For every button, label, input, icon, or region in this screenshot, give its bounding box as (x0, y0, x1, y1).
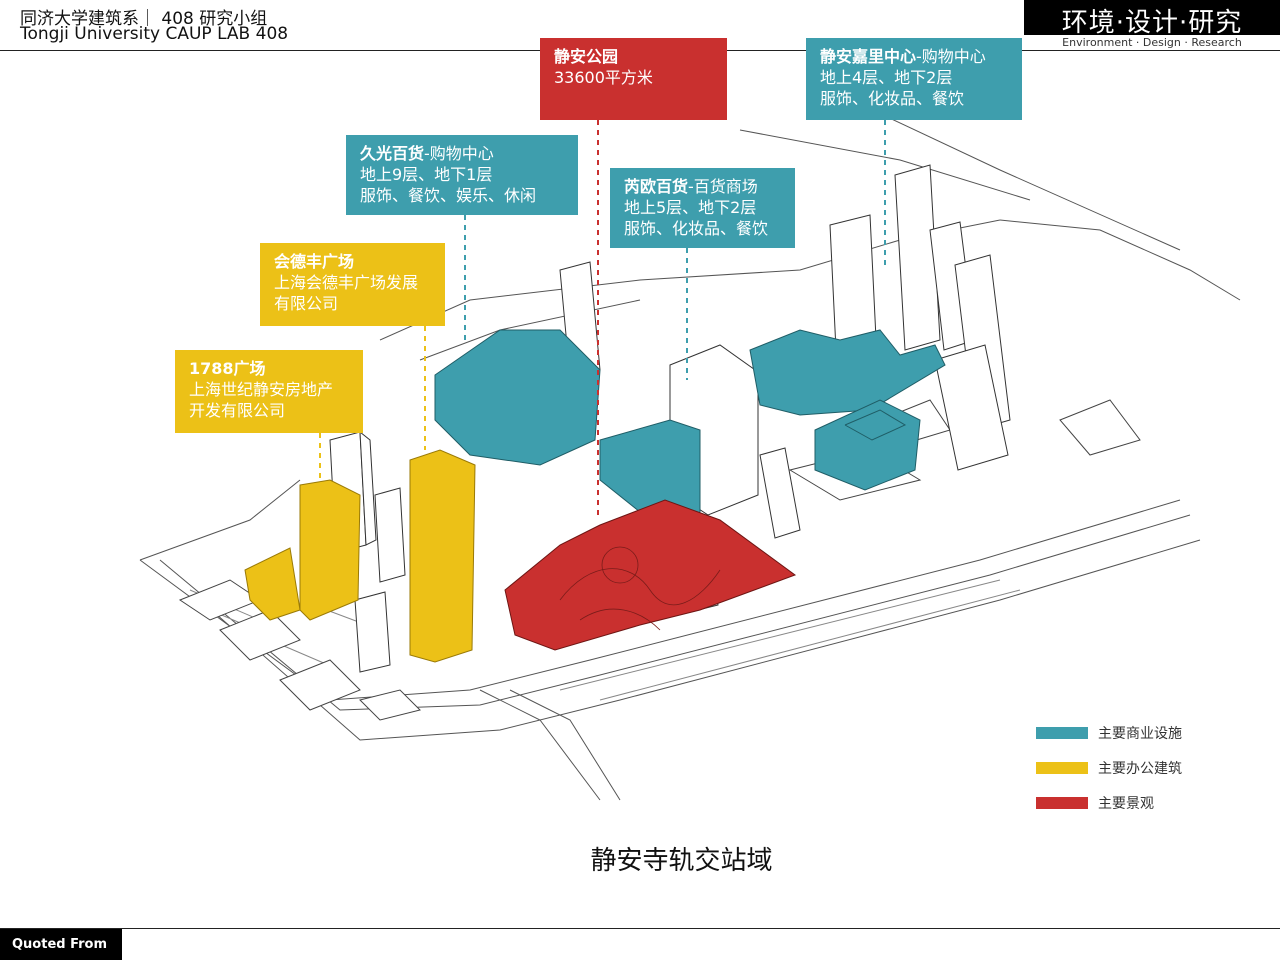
callout-line: 地上5层、地下2层 (624, 198, 757, 217)
callout-title-suffix: -购物中心 (916, 47, 986, 66)
legend-label: 主要办公建筑 (1098, 761, 1182, 777)
brand-title: 环境·设计·研究 (1061, 8, 1243, 38)
callout-title: 静安公园 (554, 47, 619, 66)
callout-jiuguang: 久光百货-购物中心 地上9层、地下1层 服饰、餐饮、娱乐、休闲 (346, 135, 578, 215)
legend-landscape: 主要景观 (1036, 795, 1276, 812)
callout-line: 上海会德丰广场发展 (274, 273, 419, 292)
callout-line: 开发有限公司 (189, 401, 286, 420)
callout-1788-plaza: 1788广场 上海世纪静安房地产 开发有限公司 (175, 350, 363, 433)
legend-swatch (1036, 727, 1088, 739)
callout-title: 会德丰广场 (274, 252, 355, 271)
callout-jingan-park: 静安公园 33600平方米 (540, 38, 727, 120)
quoted-from-label: Quoted From (0, 929, 122, 960)
callout-line: 地上4层、地下2层 (820, 68, 953, 87)
brand-block: 环境·设计·研究 Environment · Design · Research (1024, 0, 1280, 50)
callout-line: 上海世纪静安房地产 (189, 380, 334, 399)
legend-commercial: 主要商业设施 (1036, 725, 1276, 742)
callout-title-suffix: -百货商场 (688, 177, 758, 196)
callout-line: 服饰、餐饮、娱乐、休闲 (360, 186, 537, 205)
legend-label: 主要商业设施 (1098, 726, 1182, 742)
callout-parkson: 芮欧百货-百货商场 地上5层、地下2层 服饰、化妆品、餐饮 (610, 168, 795, 248)
header-title-cn: 同济大学建筑系｜ 408 研究小组 (20, 9, 268, 29)
callout-title: 芮欧百货 (624, 177, 689, 196)
callout-kerry-centre: 静安嘉里中心-购物中心 地上4层、地下2层 服饰、化妆品、餐饮 (806, 38, 1022, 120)
callout-title: 1788广场 (189, 359, 266, 378)
callout-huidefeng: 会德丰广场 上海会德丰广场发展 有限公司 (260, 243, 445, 326)
callout-title-suffix: -购物中心 (424, 144, 494, 163)
legend-swatch (1036, 797, 1088, 809)
callout-title: 静安嘉里中心 (820, 47, 917, 66)
figure-caption: 静安寺轨交站域 (590, 846, 773, 876)
legend-swatch (1036, 762, 1088, 774)
callout-line: 33600平方米 (554, 68, 653, 87)
legend-office: 主要办公建筑 (1036, 760, 1276, 777)
callout-line: 服饰、化妆品、餐饮 (624, 219, 769, 238)
header-title-en: Tongji University CAUP LAB 408 (20, 24, 289, 44)
footer-divider (0, 928, 1280, 929)
brand-subtitle: Environment · Design · Research (1024, 35, 1280, 50)
callout-line: 地上9层、地下1层 (360, 165, 493, 184)
callout-title: 久光百货 (360, 144, 425, 163)
callout-line: 有限公司 (274, 294, 339, 313)
legend-label: 主要景观 (1098, 796, 1154, 812)
callout-line: 服饰、化妆品、餐饮 (820, 89, 965, 108)
